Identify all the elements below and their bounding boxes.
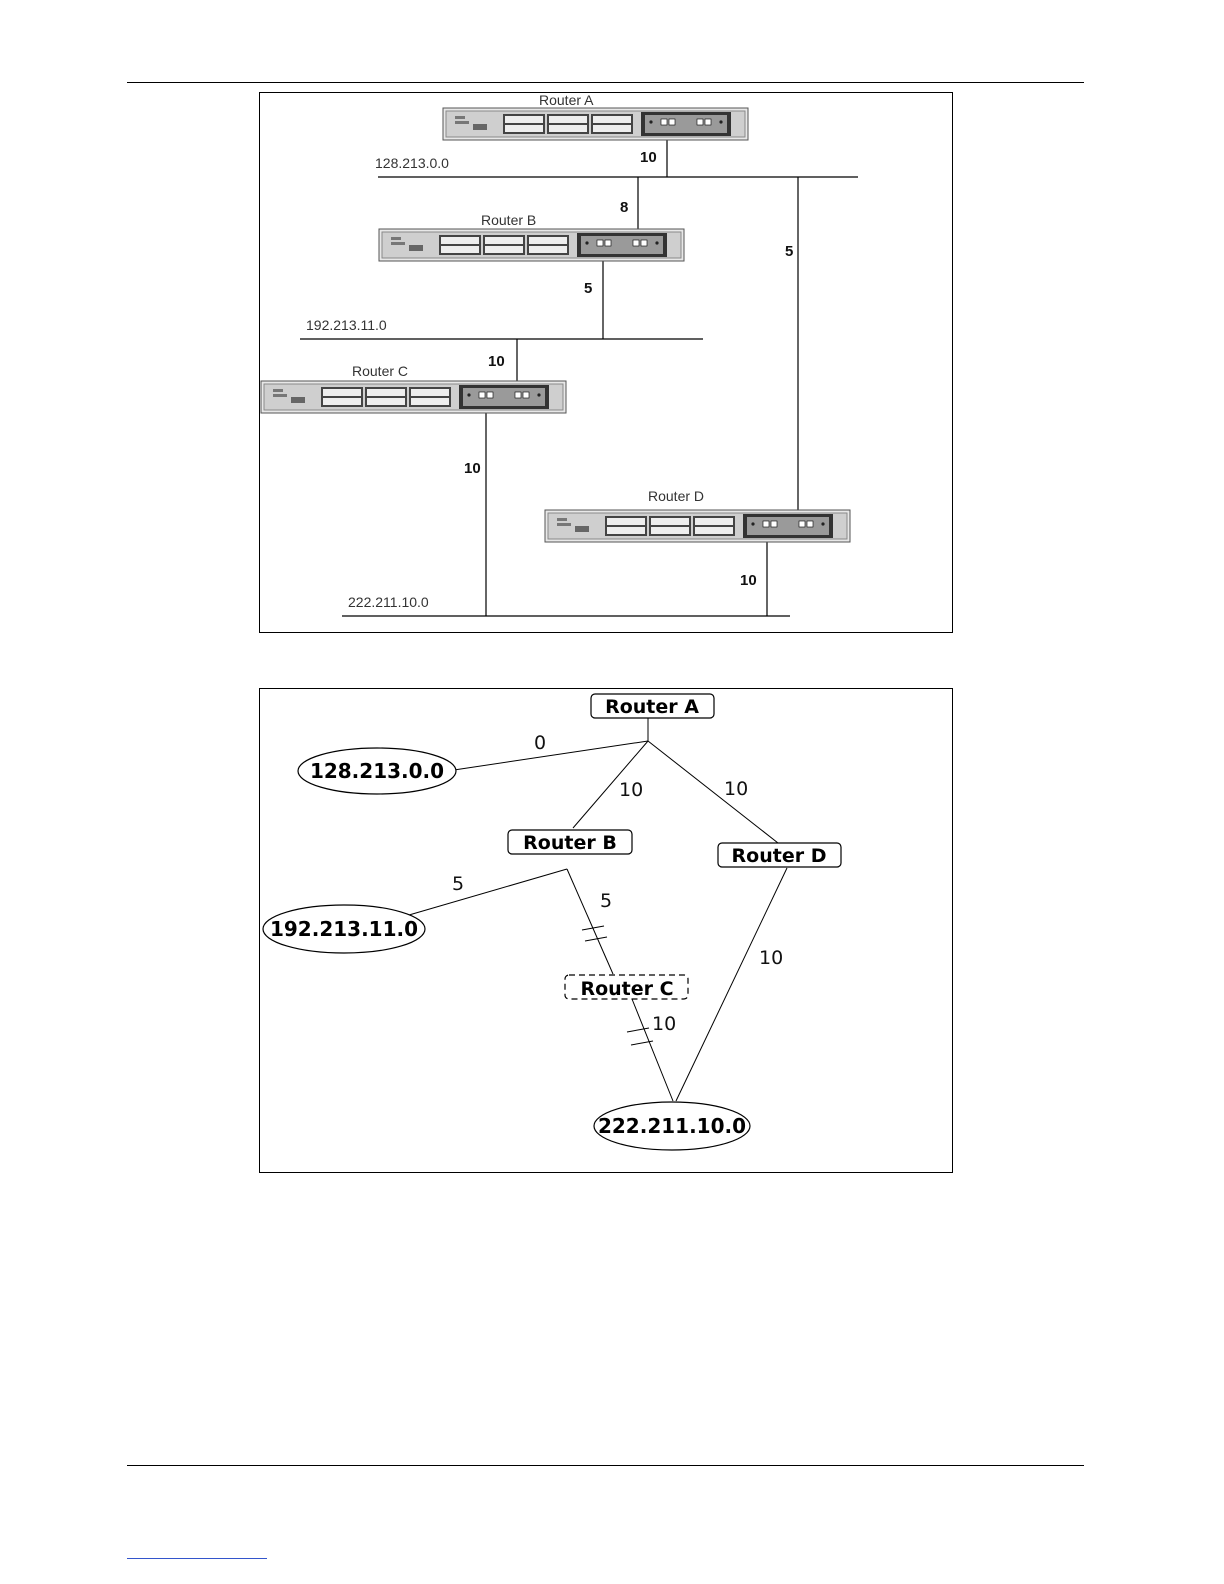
network-topology-svg: Router A Router B Router C Router D 128.… — [260, 93, 952, 632]
router-a-label: Router A — [539, 93, 594, 108]
edge-cost-a-d: 10 — [724, 778, 748, 800]
router-b-chassis — [379, 229, 684, 261]
network-topology-diagram: Router A Router B Router C Router D 128.… — [259, 92, 953, 633]
break-mark — [627, 1028, 649, 1032]
network-192-label: 192.213.11.0 — [306, 317, 387, 333]
edge-cost-a-128: 0 — [534, 732, 546, 754]
router-d-chassis — [545, 510, 850, 542]
router-d-node-label: Router D — [732, 845, 827, 867]
cost-c-192: 10 — [488, 353, 505, 370]
router-b-label: Router B — [481, 212, 536, 228]
cost-b-128: 8 — [620, 199, 628, 216]
break-mark — [585, 937, 607, 941]
cost-d-222: 10 — [740, 572, 757, 589]
router-c-label: Router C — [352, 363, 408, 379]
spf-tree-svg: Router A Router B Router D Router C 128.… — [260, 689, 952, 1172]
header-rule — [127, 82, 1084, 83]
router-a-chassis — [443, 108, 748, 140]
edge-a-128 — [454, 741, 648, 770]
router-b-node-label: Router B — [523, 832, 617, 854]
edge-b-192 — [409, 869, 567, 915]
edge-d-222 — [676, 868, 787, 1101]
edge-a-d — [648, 741, 778, 843]
router-a-node-label: Router A — [605, 696, 699, 718]
edge-cost-b-192: 5 — [452, 873, 464, 895]
net-222-node-label: 222.211.10.0 — [598, 1114, 746, 1138]
cost-c-222: 10 — [464, 460, 481, 477]
edge-cost-c-222: 10 — [652, 1013, 676, 1035]
network-222-label: 222.211.10.0 — [348, 594, 429, 610]
spf-tree-diagram: Router A Router B Router D Router C 128.… — [259, 688, 953, 1173]
edge-cost-b-c: 5 — [600, 890, 612, 912]
net-192-node-label: 192.213.11.0 — [270, 917, 418, 941]
edge-cost-a-b: 10 — [619, 779, 643, 801]
footer-rule — [127, 1465, 1084, 1466]
router-c-chassis — [261, 381, 566, 413]
cost-a-128: 10 — [640, 149, 657, 166]
router-c-node-label: Router C — [580, 978, 673, 1000]
network-128-label: 128.213.0.0 — [375, 155, 449, 171]
edge-cost-d-222: 10 — [759, 947, 783, 969]
net-128-node-label: 128.213.0.0 — [310, 759, 444, 783]
router-d-label: Router D — [648, 488, 704, 504]
cost-d-128: 5 — [785, 243, 793, 260]
cost-b-192: 5 — [584, 280, 592, 297]
edge-b-c — [567, 869, 613, 974]
footer-link-underline[interactable] — [127, 1558, 267, 1559]
